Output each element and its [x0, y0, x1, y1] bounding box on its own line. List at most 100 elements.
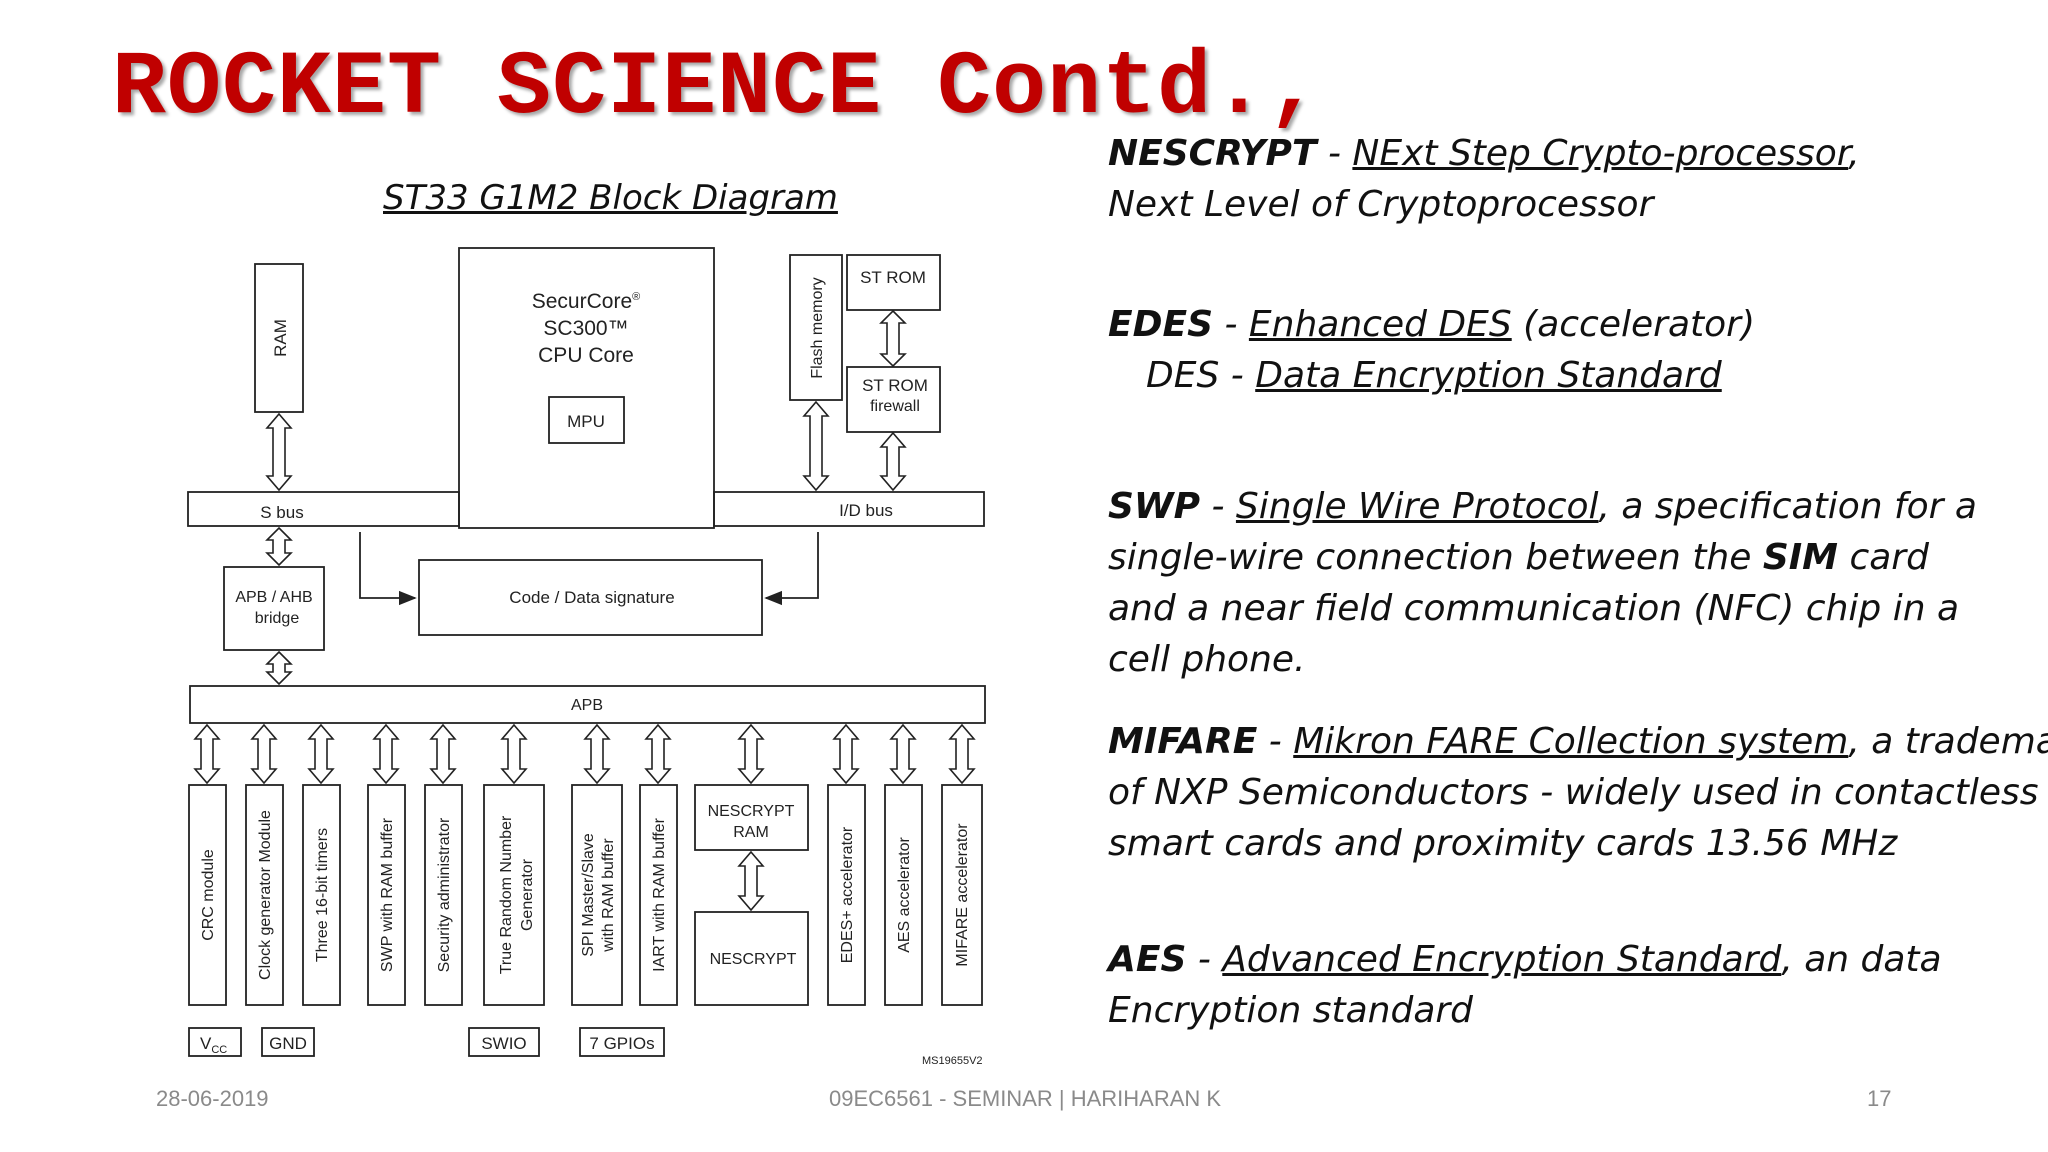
apb-security-arrow	[429, 723, 457, 785]
bridge-label-line1: APB / AHB	[235, 589, 312, 606]
nescrypt-ram-arrow	[737, 850, 765, 912]
slide-title: ROCKET SCIENCE Contd.,	[112, 38, 1323, 140]
spi-block	[571, 784, 623, 1006]
separator: -	[1257, 721, 1294, 762]
diagram-labels: RAM SecurCore® SC300™ CPU Core MPU Flash…	[200, 268, 983, 1067]
mpu-block	[548, 396, 625, 444]
mpu-label: MPU	[567, 412, 605, 431]
crc-module-label: CRC module	[200, 849, 217, 941]
cpu-label-line2: SC300™	[543, 317, 628, 340]
separator: -	[1213, 304, 1249, 345]
text: , a specification for a	[1598, 486, 1977, 527]
cpu-label-line3: CPU Core	[538, 344, 634, 367]
st-rom-firewall-label-line2: firewall	[870, 398, 920, 415]
edes-block	[827, 784, 866, 1006]
rom-firewall-arrow	[879, 309, 907, 368]
definition-aes-line2: Encryption standard	[1108, 990, 1474, 1031]
trng-block	[483, 784, 545, 1006]
term-mifare-expansion: Mikron FARE Collection system	[1293, 721, 1849, 762]
nescrypt-ram-label-line1: NESCRYPT	[708, 803, 795, 820]
definition-edes-line1: EDES - Enhanced DES (accelerator)	[1108, 299, 1755, 350]
gnd-pin	[261, 1027, 315, 1057]
s-bus-label: S bus	[260, 503, 303, 522]
footer-date: 28-06-2019	[156, 1086, 269, 1111]
security-admin-block	[424, 784, 463, 1006]
cpu-label-line1: SecurCore®	[532, 290, 641, 313]
term-edes: EDES	[1108, 304, 1213, 345]
flash-memory-block	[789, 254, 843, 401]
apb-crc-arrow	[193, 723, 221, 785]
aes-block	[884, 784, 923, 1006]
nescrypt-label: NESCRYPT	[710, 951, 797, 968]
definition-swp-line2: single-wire connection between the SIM c…	[1108, 532, 1977, 583]
footer-center-text: 09EC6561 - SEMINAR | HARIHARAN K	[829, 1086, 1222, 1111]
apb-ahb-bridge-block	[223, 566, 325, 651]
nescrypt-ram-block	[694, 784, 809, 851]
term-des-expansion: Data Encryption Standard	[1255, 355, 1722, 396]
term-mifare: MIFARE	[1108, 721, 1258, 762]
mifare-block	[941, 784, 983, 1006]
term-aes-expansion: Advanced Encryption Standard	[1222, 939, 1782, 980]
diagram-caption: ST33 G1M2 Block Diagram	[383, 178, 838, 218]
timers-block	[302, 784, 341, 1006]
iart-block	[639, 784, 678, 1006]
code-data-signature-label: Code / Data signature	[509, 588, 674, 607]
swio-label: SWIO	[481, 1034, 526, 1053]
term-aes: AES	[1108, 939, 1187, 980]
definition-swp-line4: cell phone.	[1108, 639, 1306, 680]
definition-nescrypt-line2: Next Level of Cryptoprocessor	[1108, 184, 1654, 225]
definition-aes-line1: AES - Advanced Encryption Standard, an d…	[1108, 934, 1942, 985]
definition-aes: AES - Advanced Encryption Standard, an d…	[1108, 934, 1942, 1036]
st-rom-block	[846, 254, 941, 311]
ram-label: RAM	[271, 319, 290, 357]
diagram-lines	[187, 247, 986, 1057]
ram-block	[254, 263, 304, 413]
apb-trng-arrow	[500, 723, 528, 785]
st-rom-firewall-label-line1: ST ROM	[862, 376, 928, 395]
definition-mifare-line2: of NXP Semiconductors - widely used in c…	[1108, 772, 2039, 813]
term-nescrypt-expansion: NExt Step Crypto-processor	[1352, 133, 1849, 174]
text: , a trademark	[1848, 721, 2048, 762]
clock-generator-label: Clock generator Module	[257, 810, 274, 980]
gpios-pin	[579, 1027, 665, 1057]
term-edes-expansion: Enhanced DES	[1248, 304, 1512, 345]
text: single-wire connection between the	[1108, 537, 1763, 578]
aes-label: AES accelerator	[896, 837, 913, 953]
apb-nescrypt-ram-arrow	[737, 723, 765, 785]
definition-swp-line1: SWP - Single Wire Protocol, a specificat…	[1108, 481, 1977, 532]
trng-label-line2: Generator	[519, 858, 536, 931]
timers-label: Three 16-bit timers	[314, 828, 331, 962]
swp-label: SWP with RAM buffer	[379, 817, 396, 972]
st-rom-label: ST ROM	[860, 268, 926, 287]
separator: -	[1316, 133, 1353, 174]
apb-mifare-arrow	[948, 723, 976, 785]
diagram-reference-code: MS19655V2	[922, 1055, 983, 1067]
spi-label-line1: SPI Master/Slave	[580, 833, 597, 957]
swp-block	[367, 784, 406, 1006]
id-bus-block	[713, 491, 985, 527]
footer-page-number: 17	[1867, 1086, 1892, 1111]
definition-edes: EDES - Enhanced DES (accelerator) DES - …	[1108, 299, 1755, 401]
apb-timers-arrow	[307, 723, 335, 785]
firewall-idbus-arrow	[879, 431, 907, 492]
st-rom-firewall-block	[846, 366, 941, 433]
vcc-label: VCC	[200, 1034, 227, 1056]
apb-bus-block	[189, 685, 986, 724]
term-des: DES	[1146, 355, 1220, 396]
spi-label-line2: with RAM buffer	[600, 838, 617, 953]
id-bus-label: I/D bus	[839, 501, 893, 520]
definition-mifare-line3: smart cards and proximity cards 13.56 MH…	[1108, 823, 1898, 864]
definition-swp-line3: and a near field communication (NFC) chi…	[1108, 588, 1960, 629]
term-swp: SWP	[1108, 486, 1201, 527]
definition-des-line: DES - Data Encryption Standard	[1108, 350, 1755, 401]
flash-memory-label: Flash memory	[809, 277, 826, 378]
apb-iart-arrow	[644, 723, 672, 785]
nescrypt-block	[694, 911, 809, 1006]
term-sim: SIM	[1762, 537, 1838, 578]
id-bus-to-signature-arrow	[764, 532, 819, 606]
text: card	[1838, 537, 1929, 578]
nescrypt-ram-label-line2: RAM	[733, 824, 769, 841]
separator: -	[1200, 486, 1236, 527]
diagram-arrows	[193, 309, 976, 912]
bridge-label-line2: bridge	[255, 610, 300, 627]
